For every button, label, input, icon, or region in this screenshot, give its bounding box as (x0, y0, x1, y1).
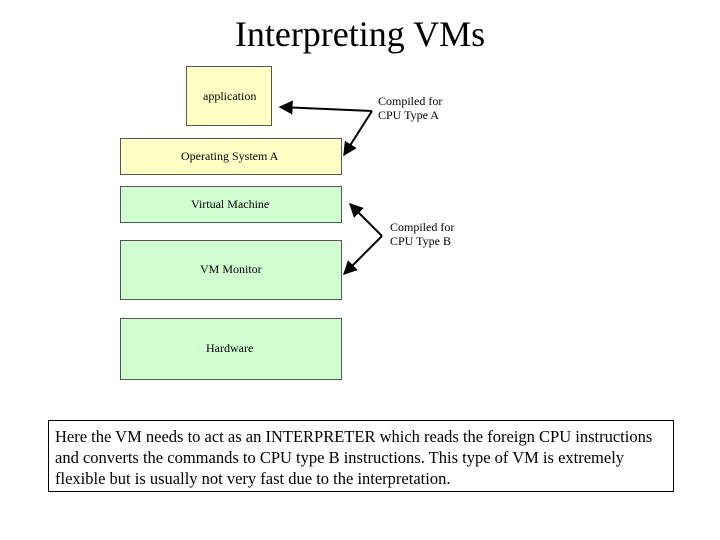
operating-system-box: Operating System A (120, 138, 342, 175)
arrow-to-vm-monitor (343, 235, 383, 275)
explanation-note: Here the VM needs to act as an INTERPRET… (48, 420, 674, 492)
hardware-label: Hardware (206, 341, 254, 355)
operating-system-label: Operating System A (181, 149, 279, 163)
application-label: application (203, 89, 257, 103)
arrow-to-operating-system (343, 110, 373, 157)
virtual-machine-box: Virtual Machine (120, 186, 342, 223)
vm-monitor-box: VM Monitor (120, 240, 342, 300)
hardware-box: Hardware (120, 318, 342, 380)
arrow-to-application (278, 100, 373, 115)
compiled-for-cpu-a-label: Compiled for CPU Type A (378, 94, 443, 122)
compiled-for-cpu-b-label: Compiled for CPU Type B (390, 220, 455, 248)
slide-title: Interpreting VMs (234, 14, 486, 54)
vm-monitor-label: VM Monitor (200, 262, 262, 276)
virtual-machine-label: Virtual Machine (191, 197, 270, 211)
application-box: application (186, 66, 272, 126)
arrow-to-virtual-machine (349, 203, 383, 237)
